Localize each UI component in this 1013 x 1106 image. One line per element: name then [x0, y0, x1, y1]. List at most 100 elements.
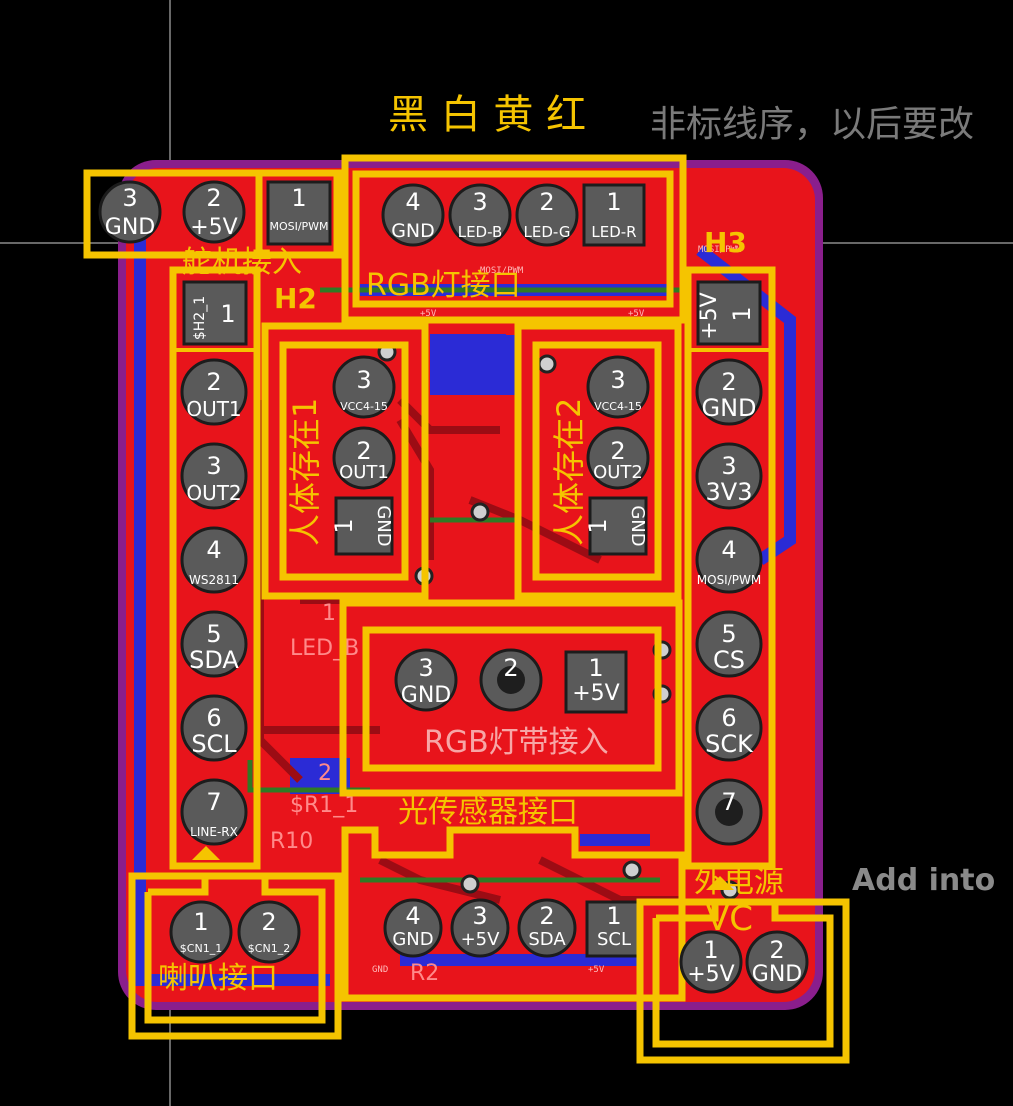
svg-text:$CN1_2: $CN1_2 [248, 942, 290, 955]
svg-text:2: 2 [356, 437, 371, 465]
svg-text:GND: GND [391, 220, 435, 242]
svg-text:1: 1 [220, 300, 235, 328]
left-pin-number: 5 [206, 620, 221, 648]
svg-text:4: 4 [405, 902, 420, 930]
svg-text:$CN1_1: $CN1_1 [180, 942, 222, 955]
note-label: 非标线序，以后要改 [650, 104, 974, 145]
svg-text:1: 1 [193, 908, 208, 936]
power-label: 外电源 [694, 865, 784, 900]
svg-text:1: 1 [728, 306, 756, 321]
servo-pin-3 [98, 180, 162, 244]
svg-text:VCC4-15: VCC4-15 [594, 400, 642, 413]
svg-text:1: 1 [606, 902, 621, 930]
svg-text:SCL: SCL [597, 929, 631, 950]
light-sensor-label: 光传感器接口 [398, 795, 578, 830]
rgb-pin-2 [515, 183, 579, 247]
svg-text:+5V: +5V [461, 929, 501, 950]
svg-text:GND: GND [752, 962, 802, 987]
svg-text:2: 2 [539, 188, 554, 216]
svg-text:LED-B: LED-B [458, 223, 503, 241]
net-label-gnd: GND [372, 965, 388, 975]
wire-order-label: 黑 白 黄 红 [388, 92, 586, 138]
svg-text:1: 1 [606, 188, 621, 216]
svg-text:2: 2 [261, 908, 276, 936]
left-pin-1 [182, 280, 248, 346]
light-sensor-connector: 4 GND 3 +5V 2 SDA 1 SCL 光传感器接口 [341, 795, 686, 1002]
svg-text:MOSI/PWM: MOSI/PWM [269, 220, 328, 233]
right-pin-number: 5 [721, 620, 736, 648]
left-pin-label: LINE-RX [190, 825, 238, 839]
pir1-connector: 3 VCC4-15 2 OUT1 1 GND 人体存在1 [261, 322, 429, 600]
svg-text:3: 3 [472, 188, 487, 216]
rgb-pin-4 [381, 183, 445, 247]
rgb-strip-connector: 3 GND 2 1 +5V RGB灯带接入 [339, 599, 683, 797]
left-pin-4 [180, 526, 248, 594]
power-pin-1 [679, 930, 743, 994]
inner-pad-block [430, 335, 520, 395]
right-pin-1 [696, 280, 762, 346]
svg-text:3: 3 [122, 184, 137, 212]
right-pin-label: MOSI/PWM [697, 573, 761, 587]
right-pin-6 [695, 694, 763, 762]
pir2-pin-2 [586, 426, 650, 490]
strip-pin-3 [394, 648, 458, 712]
svg-text:LED-G: LED-G [524, 223, 571, 241]
svg-text:+5V: +5V [687, 962, 734, 987]
speaker-connector: 1 $CN1_1 2 $CN1_2 喇叭接口 [128, 872, 342, 1040]
servo-pin-1 [266, 180, 332, 246]
sensor-pin-1 [585, 900, 643, 958]
sensor-pin-2 [517, 898, 577, 958]
left-pin-label: SDA [189, 646, 239, 674]
strip-pin-1 [564, 650, 628, 714]
svg-text:GND: GND [373, 505, 394, 546]
svg-text:LED-R: LED-R [591, 223, 636, 241]
pir2-connector: 3 VCC4-15 2 OUT2 1 GND 人体存在2 [514, 322, 682, 600]
pir2-pin-3 [586, 355, 650, 419]
rgb-light-label: RGB灯接口 [366, 268, 521, 303]
svg-text:1: 1 [330, 518, 358, 533]
ref-r10: R10 [270, 829, 313, 854]
svg-text:2: 2 [610, 437, 625, 465]
svg-text:+5V: +5V [572, 681, 619, 706]
svg-text:3: 3 [418, 654, 433, 682]
pin1-marker [192, 846, 220, 860]
svg-text:4: 4 [405, 188, 420, 216]
left-header: 1 $H2_1 2OUT13OUT24WS28115SDA6SCL7LINE-R… [169, 266, 261, 870]
svg-text:1: 1 [703, 936, 718, 964]
net-label-mosi: MOSI/PWM [480, 266, 524, 276]
svg-text:1: 1 [584, 518, 612, 533]
svg-text:3: 3 [356, 366, 371, 394]
servo-label: 舵机接入 [182, 245, 302, 280]
speaker-pin-1 [169, 900, 233, 964]
svg-text:GND: GND [627, 505, 648, 546]
right-pin-2 [695, 358, 763, 426]
green-traces [247, 287, 680, 883]
right-pin-5 [695, 610, 763, 678]
ref-r1: $R1_1 [290, 793, 358, 818]
rgb-strip-label: RGB灯带接入 [424, 725, 609, 760]
right-pin-number: 2 [721, 368, 736, 396]
left-pin-number: 7 [206, 788, 221, 816]
svg-text:2: 2 [539, 902, 554, 930]
net-label-5v: +5V [420, 309, 437, 319]
right-pin-4 [695, 526, 763, 594]
rgb-pin-1 [582, 183, 646, 247]
left-pin-5 [180, 610, 248, 678]
svg-text:3: 3 [472, 902, 487, 930]
pir1-pin-1 [334, 496, 394, 556]
net-label-mosi: MOSI/PWM [698, 245, 742, 255]
hole-h3: H3 [704, 226, 747, 259]
servo-pin-2 [182, 180, 246, 244]
pir1-pin-2 [332, 426, 396, 490]
svg-text:VCC4-15: VCC4-15 [340, 400, 388, 413]
svg-text:2: 2 [206, 184, 221, 212]
svg-text:1: 1 [588, 654, 603, 682]
svg-text:+5V: +5V [190, 215, 237, 240]
speaker-label: 喇叭接口 [158, 961, 278, 996]
right-pin-label: 3V3 [706, 478, 753, 506]
left-pin-number: 4 [206, 536, 221, 564]
sensor-pin-3 [450, 898, 510, 958]
net-label-5v: +5V [628, 309, 645, 319]
ref-one: 1 [322, 601, 336, 626]
